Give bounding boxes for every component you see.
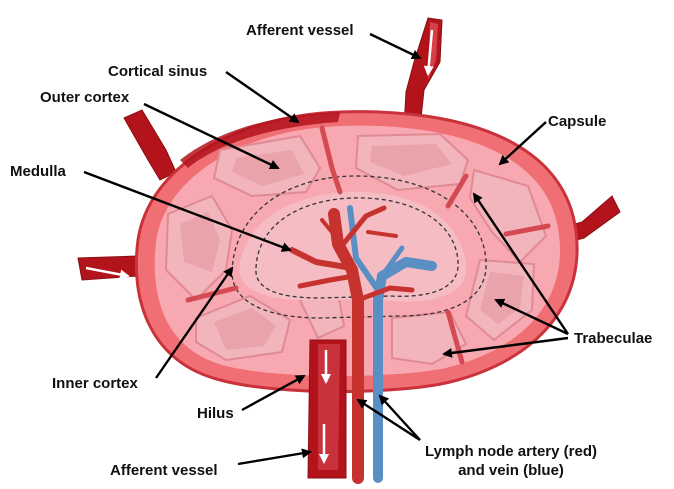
- label-medulla: Medulla: [10, 163, 66, 181]
- label-trabeculae: Trabeculae: [574, 330, 652, 348]
- hilus-vessel: [308, 340, 346, 478]
- label-artery-vein-line2: and vein (blue): [404, 462, 618, 480]
- label-inner-cortex: Inner cortex: [52, 375, 138, 393]
- label-cortical-sinus: Cortical sinus: [108, 63, 207, 81]
- label-afferent-vessel-top: Afferent vessel: [246, 22, 354, 40]
- label-outer-cortex: Outer cortex: [40, 89, 129, 107]
- label-afferent-vessel-bottom: Afferent vessel: [110, 462, 218, 480]
- label-capsule: Capsule: [548, 113, 606, 131]
- label-hilus: Hilus: [197, 405, 234, 423]
- afferent-vessel-upper-left: [124, 110, 176, 180]
- label-artery-vein-line1: Lymph node artery (red): [404, 443, 618, 461]
